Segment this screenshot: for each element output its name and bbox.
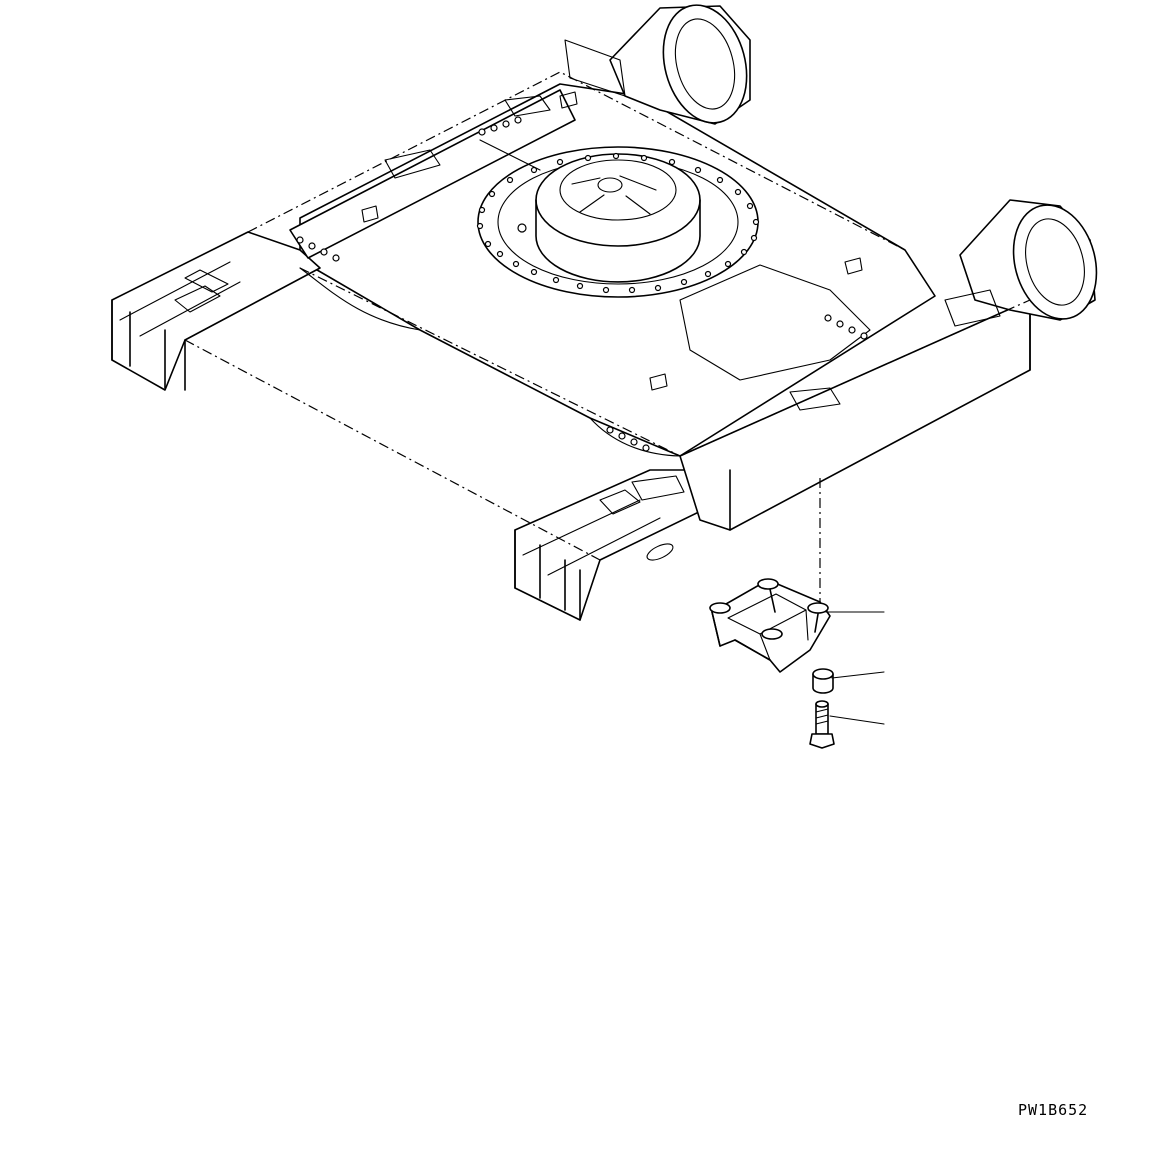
track-guard-part xyxy=(709,578,831,673)
spacer-collar-part xyxy=(812,668,834,694)
bolt-part xyxy=(809,700,835,749)
frame-bolt-holes xyxy=(296,116,868,452)
swing-circle xyxy=(477,146,759,298)
drawing-code: PW1B652 xyxy=(1018,1101,1089,1119)
leader-lines xyxy=(825,611,885,725)
track-frame xyxy=(111,4,1098,621)
travel-motor-mount-left xyxy=(564,4,751,125)
travel-motor-mount-right xyxy=(944,199,1098,327)
